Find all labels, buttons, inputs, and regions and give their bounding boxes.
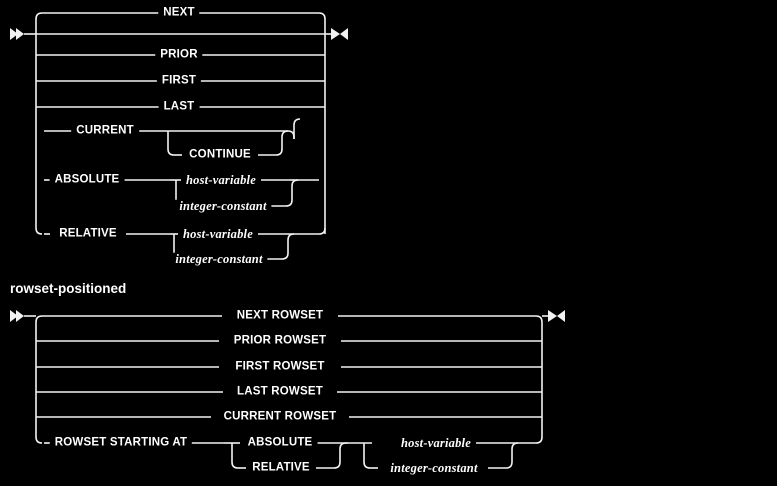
left-rail-bottom: [35, 315, 43, 444]
label-rowset-starting-at: ROWSET STARTING AT: [49, 437, 193, 449]
label-first: FIRST: [156, 75, 202, 87]
right-rail-top: [318, 12, 326, 234]
label-current: CURRENT: [71, 125, 139, 137]
entry-arrow-icon-top-2: [16, 28, 24, 40]
section-heading-rowset-positioned: rowset-positioned: [10, 281, 127, 296]
entry-arrow-icon-top: [10, 28, 18, 40]
relative-merge-to-rail: [290, 227, 326, 235]
label-next: NEXT: [158, 7, 200, 19]
label-continue: CONTINUE: [184, 149, 256, 161]
label-rs-host-variable: host-variable: [396, 437, 476, 450]
rs-ic-merge: [505, 442, 519, 469]
rs-relative-branch-in: [231, 443, 239, 469]
continue-branch-out: [275, 130, 289, 156]
label-host-variable-relative: host-variable: [178, 228, 258, 241]
label-host-variable-absolute: host-variable: [181, 174, 261, 187]
label-absolute: ABSOLUTE: [49, 174, 125, 186]
label-integer-constant-relative: integer-constant: [170, 253, 268, 266]
rs-ic-branch-in: [363, 443, 371, 469]
current-merge-curve-2: [293, 118, 301, 139]
exit-arrow-left-bottom: [548, 310, 557, 322]
exit-arrow-left-top: [331, 28, 340, 40]
continue-branch-in: [167, 131, 175, 156]
label-prior-rowset: PRIOR ROWSET: [228, 335, 332, 347]
label-last: LAST: [158, 101, 200, 113]
label-last-rowset: LAST ROWSET: [232, 386, 328, 398]
label-first-rowset: FIRST ROWSET: [230, 361, 330, 373]
exit-arrow-right-top: [340, 28, 348, 40]
label-rs-absolute: ABSOLUTE: [242, 437, 318, 449]
rs-relative-merge: [333, 442, 347, 469]
entry-arrow-icon-bottom: [10, 310, 18, 322]
exit-arrow-right-bottom: [557, 310, 565, 322]
label-current-rowset: CURRENT ROWSET: [218, 411, 342, 423]
label-integer-constant-absolute: integer-constant: [174, 200, 272, 213]
right-rail-bottom: [535, 315, 543, 444]
label-next-rowset: NEXT ROWSET: [231, 310, 329, 322]
label-prior: PRIOR: [155, 49, 203, 61]
label-rs-relative: RELATIVE: [247, 462, 315, 474]
label-relative: RELATIVE: [54, 228, 122, 240]
entry-arrow-icon-bottom-2: [16, 310, 24, 322]
label-rs-integer-constant: integer-constant: [385, 462, 483, 475]
left-rail-top: [35, 12, 43, 235]
